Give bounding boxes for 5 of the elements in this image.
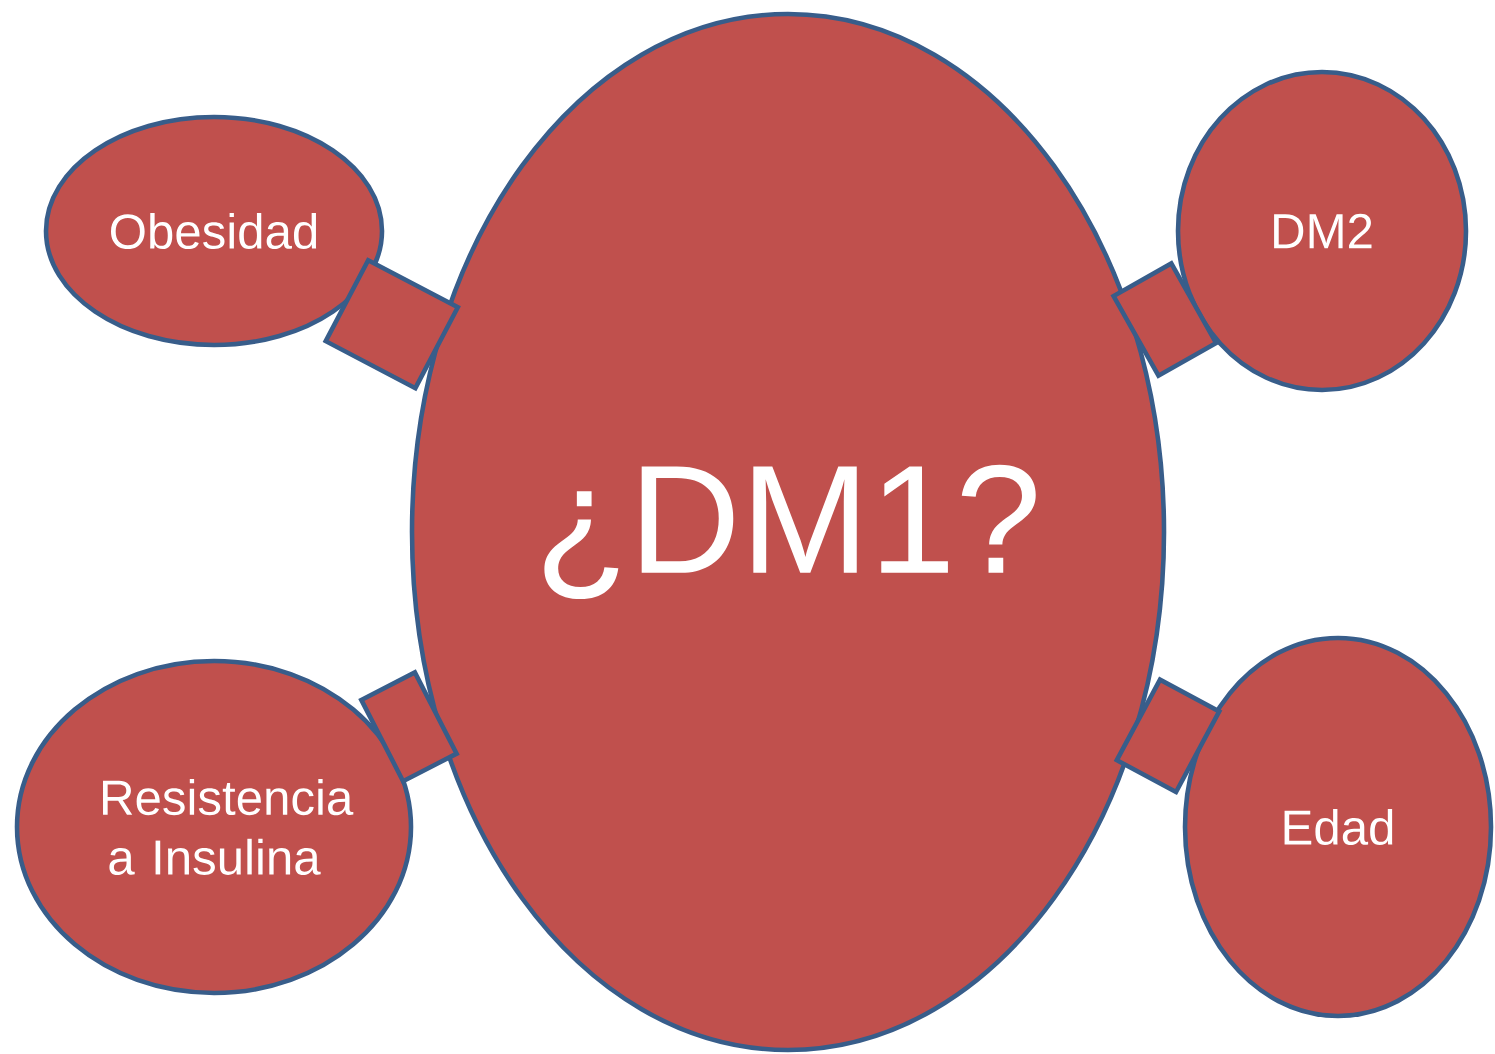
ellipse-node: ¿DM1?: [409, 11, 1167, 1053]
ellipse-node: Resistencia a Insulina: [14, 658, 414, 996]
ellipse-node: Obesidad: [43, 114, 385, 348]
ellipse-node: Edad: [1182, 635, 1494, 1019]
ellipse-node: DM2: [1175, 69, 1469, 393]
